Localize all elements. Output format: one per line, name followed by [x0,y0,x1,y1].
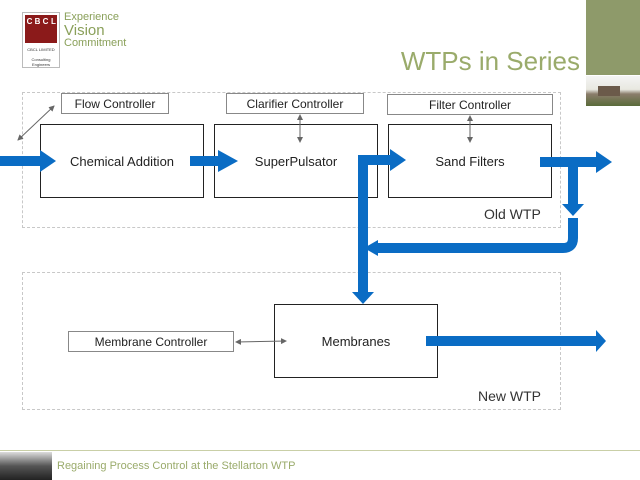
chem-to-super-arrow-head [218,150,238,172]
sand-outflow-arrow-head [596,151,612,173]
flow-controller-link [17,105,55,141]
cbcl-logo: C B C L CBCL LIMITED Consulting Engineer… [22,12,60,68]
flow-controller: Flow Controller [61,93,169,114]
filter-controller-label: Filter Controller [428,97,512,112]
bypass-down-shaft [358,155,368,297]
clarifier-controller-label: Clarifier Controller [246,96,344,111]
sand-down-arrow-shaft [568,162,578,206]
old-wtp-label: Old WTP [484,206,541,222]
logo-subtitle: Consulting Engineers [31,57,51,67]
sand-filters-label: Sand Filters [435,153,505,169]
inflow-arrow-shaft [0,156,42,166]
new-wtp-label: New WTP [478,388,541,404]
chemical-addition-box: Chemical Addition [40,124,204,198]
sand-down-arrow-head [562,204,584,216]
logo-letter: B [34,17,41,26]
logo-letter: C [42,17,49,26]
membrane-controller-link [235,338,287,345]
membranes-box: Membranes [274,304,438,378]
tagline-vision: Vision [64,22,105,39]
slide-title: WTPs in Series [400,46,580,76]
footer-text: Regaining Process Control at the Stellar… [57,460,296,472]
super-to-sand-arrow-head [390,149,406,171]
tagline-experience: Experience [64,11,120,23]
superpulsator-label: SuperPulsator [254,153,338,169]
decorative-square [586,0,640,75]
return-loop-line [374,218,578,253]
filter-controller: Filter Controller [387,94,553,115]
superpulsator-box: SuperPulsator [214,124,378,198]
logo-letter: L [51,17,56,26]
tagline-commitment: Commitment [64,37,127,49]
membrane-controller-label: Membrane Controller [94,334,208,349]
membrane-outflow-arrow-shaft [426,336,598,346]
return-loop-head [364,240,378,256]
membrane-controller: Membrane Controller [68,331,234,352]
membrane-outflow-arrow-head [596,330,606,352]
super-to-sand-arrow-shaft [358,155,392,165]
flow-controller-label: Flow Controller [74,96,156,111]
footer-thumbnail [0,452,52,480]
membranes-label: Membranes [321,333,391,349]
photo-building [598,86,620,96]
header-photo [586,76,640,106]
inflow-arrow-head [40,150,56,172]
chemical-addition-label: Chemical Addition [69,153,175,169]
logo-letter: C [26,17,33,26]
logo-company: CBCL LIMITED [27,47,55,52]
tagline: Experience Vision Commitment [64,12,126,49]
chem-to-super-arrow-shaft [190,156,220,166]
logo-mark: C B C L [25,15,57,43]
bypass-down-head [352,292,374,304]
clarifier-controller: Clarifier Controller [226,93,364,114]
sand-filters-box: Sand Filters [388,124,552,198]
footer-divider [0,450,640,451]
